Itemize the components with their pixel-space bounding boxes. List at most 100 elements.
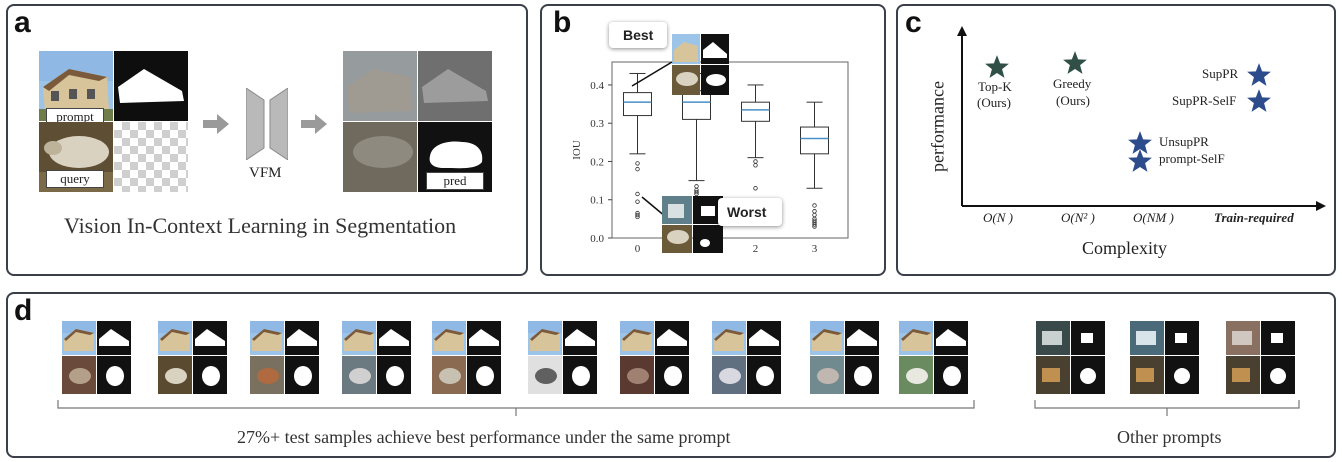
worst-example-prompt [662, 196, 692, 224]
y-tick-label: 0.3 [590, 118, 604, 130]
prompt-mask-thumbnail [845, 321, 879, 355]
outlier-point [694, 191, 699, 197]
best-example-pred [701, 65, 729, 95]
pred-thumbnail [655, 356, 689, 394]
other-pred-thumbnail [1261, 356, 1295, 394]
output-prompt-mask [418, 51, 492, 121]
other-query-thumbnail [1226, 356, 1260, 394]
query-thumbnail [712, 356, 746, 394]
prompt-thumbnail [712, 321, 746, 355]
prompt-mask [114, 51, 188, 121]
outlier-point [635, 199, 640, 204]
prompt-mask-thumbnail [747, 321, 781, 355]
point-label: Top-K [978, 79, 1012, 94]
prompt-thumbnail [899, 321, 933, 355]
outlier-point [635, 214, 640, 220]
query-thumbnail [620, 356, 654, 394]
x-tick-label: 2 [753, 243, 759, 255]
outlier-point [635, 191, 640, 197]
other-prompt-mask-thumbnail [1165, 321, 1199, 355]
outlier-point [753, 163, 758, 168]
other-pred-thumbnail [1071, 356, 1105, 394]
prompt-thumbnail [250, 321, 284, 355]
y-tick-label: 0.1 [590, 195, 604, 207]
pred-thumbnail [97, 356, 131, 394]
pred-thumbnail [845, 356, 879, 394]
outlier-point [753, 159, 758, 164]
best-example-prompt [672, 34, 700, 64]
query-thumbnail [432, 356, 466, 394]
pred-tag: pred [426, 172, 484, 190]
y-tick-label: 0.0 [590, 233, 604, 245]
prompt-mask-thumbnail [97, 321, 131, 355]
panel-b-label: b [553, 6, 572, 39]
star-icon [1063, 51, 1087, 74]
x-tick-label: 3 [812, 243, 818, 255]
outlier-point [812, 222, 817, 227]
arrow-right-icon [203, 114, 229, 134]
x-tick-label: 0 [635, 243, 641, 255]
complexity-axes [957, 26, 1326, 211]
star-icon [985, 55, 1009, 78]
box [800, 126, 829, 155]
point-label: (Ours) [1056, 93, 1090, 108]
best-connector [631, 61, 673, 87]
other-prompt-thumbnail [1130, 321, 1164, 355]
box [741, 101, 770, 122]
point-label: UnsupPR [1159, 134, 1209, 149]
worst-example-pred [693, 225, 723, 253]
other-prompts-caption: Other prompts [1117, 427, 1222, 447]
query-thumbnail [528, 356, 562, 394]
box [623, 92, 652, 117]
prompt-mask-thumbnail [934, 321, 968, 355]
other-prompt-thumbnail [1226, 321, 1260, 355]
outlier-point [753, 186, 758, 191]
x-tick-label: O(N² ) [1061, 210, 1095, 225]
worst-callout: Worst [718, 198, 782, 226]
point-label: SupPR [1202, 66, 1239, 81]
pred-thumbnail [193, 356, 227, 394]
x-axis-label: Complexity [1082, 238, 1167, 258]
star-icon [1128, 149, 1152, 172]
prompt-thumbnail [158, 321, 192, 355]
other-prompts-bracket [1034, 400, 1300, 416]
other-prompt-mask-thumbnail [1261, 321, 1295, 355]
outlier-point [635, 161, 640, 166]
point-label: prompt-SelF [1159, 151, 1225, 166]
query-thumbnail [62, 356, 96, 394]
y-tick-label: 0.4 [590, 80, 604, 92]
other-query-thumbnail [1130, 356, 1164, 394]
prompt-mask-thumbnail [563, 321, 597, 355]
pred-thumbnail [747, 356, 781, 394]
best-callout-label: Best [623, 27, 654, 43]
outlier-point [812, 224, 817, 229]
panel-c [896, 4, 1336, 276]
query-thumbnail [899, 356, 933, 394]
other-prompt-mask-thumbnail [1071, 321, 1105, 355]
y-axis-label: IOU [571, 140, 583, 160]
prompt-thumbnail [62, 321, 96, 355]
plot-frame [611, 61, 849, 239]
panel-a-caption: Vision In-Context Learning in Segmentati… [64, 213, 457, 238]
panel-d-label: d [14, 294, 33, 327]
vfm-label: VFM [249, 165, 282, 181]
query-tag: query [46, 170, 104, 188]
worst-example-query [662, 225, 692, 253]
arrow-right-icon [301, 114, 327, 134]
prompt-mask-thumbnail [655, 321, 689, 355]
outlier-point [694, 189, 699, 195]
panel-c-label: c [905, 6, 922, 39]
outlier-point [635, 166, 640, 172]
point-label: SupPR-SelF [1172, 93, 1237, 108]
best-example-query [672, 65, 700, 95]
query-thumbnail [810, 356, 844, 394]
pred-thumbnail [285, 356, 319, 394]
query-thumbnail [250, 356, 284, 394]
query-thumbnail [342, 356, 376, 394]
worst-callout-label: Worst [727, 204, 767, 220]
prompt-thumbnail [342, 321, 376, 355]
prompt-thumbnail [620, 321, 654, 355]
best-example-mask [701, 34, 729, 64]
outlier-point [812, 203, 817, 208]
star-icon [1247, 63, 1271, 86]
